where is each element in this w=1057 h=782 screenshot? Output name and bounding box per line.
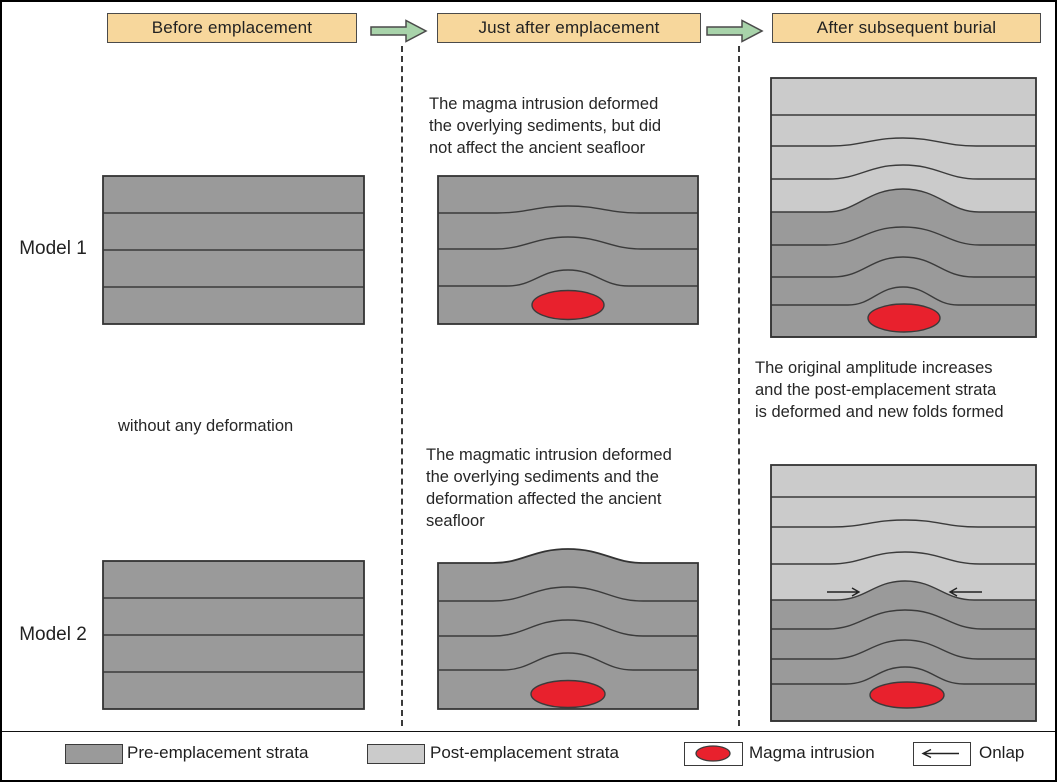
folded-strata-line xyxy=(771,286,1036,306)
model2-burial-panel xyxy=(770,464,1037,722)
folded-strata-line xyxy=(771,137,1036,147)
folded-strata-line xyxy=(771,226,1036,246)
pre-emplacement-strata-block xyxy=(437,548,699,710)
magma-intrusion xyxy=(869,681,945,709)
pre-emplacement-strata-block xyxy=(770,580,1037,722)
column3-note: The original amplitude increases and the… xyxy=(755,359,1004,421)
column1-note: without any deformation xyxy=(118,417,294,435)
folded-strata-line xyxy=(438,652,698,671)
panel-border xyxy=(770,464,1037,722)
column-divider-dashed-line xyxy=(401,46,403,726)
header-before-emplacement-label: Before emplacement xyxy=(151,18,313,37)
onlap-arrow-icon xyxy=(913,742,971,766)
folded-strata-line xyxy=(771,551,1036,565)
panel-border xyxy=(102,560,365,710)
legend-label-post-emplacement: Post-emplacement strata xyxy=(430,743,619,762)
header-before-emplacement: Before emplacement xyxy=(107,13,357,43)
folded-strata-line xyxy=(438,586,698,602)
folded-strata-line xyxy=(438,236,698,250)
folded-strata-line xyxy=(438,619,698,637)
folded-strata-line xyxy=(771,164,1036,180)
panel-border xyxy=(770,77,1037,338)
model1-middle-note: The magma intrusion deformed the overlyi… xyxy=(429,95,662,157)
onlap-arrow-right-icon xyxy=(948,587,982,597)
folded-strata-line xyxy=(771,666,1036,685)
magma-intrusion xyxy=(531,289,605,321)
panel-border xyxy=(437,175,699,325)
folded-strata-line xyxy=(771,639,1036,660)
header-after-subsequent-burial-label: After subsequent burial xyxy=(816,18,997,37)
model2-label: Model 2 xyxy=(19,624,87,645)
model1-label: Model 1 xyxy=(19,238,87,259)
magma-intrusion xyxy=(867,303,941,333)
header-just-after-emplacement: Just after emplacement xyxy=(437,13,701,43)
folded-strata-line xyxy=(771,609,1036,630)
magma-intrusion-icon xyxy=(684,742,743,766)
legend-label-onlap: Onlap xyxy=(979,743,1025,762)
column-divider-dashed-line xyxy=(738,46,740,726)
pre-emplacement-strata-swatch xyxy=(65,744,123,764)
panel-border xyxy=(102,175,365,325)
post-emplacement-strata-swatch xyxy=(367,744,425,764)
legend-separator xyxy=(2,731,1055,732)
legend-label-magma-intrusion: Magma intrusion xyxy=(749,743,875,762)
model1-before-panel xyxy=(102,175,365,325)
model2-middle-note: The magmatic intrusion deformed the over… xyxy=(426,446,672,530)
folded-strata-line xyxy=(771,519,1036,528)
header-just-after-emplacement-label: Just after emplacement xyxy=(478,18,660,37)
folded-strata-line xyxy=(438,205,698,214)
magma-ellipse xyxy=(695,745,731,762)
model1-burial-panel xyxy=(770,77,1037,338)
onlap-arrow-glyph xyxy=(921,748,959,759)
magma-intrusion xyxy=(530,679,606,709)
header-after-subsequent-burial: After subsequent burial xyxy=(772,13,1041,43)
legend-label-pre-emplacement: Pre-emplacement strata xyxy=(127,743,309,762)
model2-before-panel xyxy=(102,560,365,710)
arrow-right-icon xyxy=(706,19,764,43)
onlap-arrow-left-icon xyxy=(827,587,861,597)
folded-strata-line xyxy=(771,256,1036,278)
pre-emplacement-strata-block xyxy=(770,188,1037,338)
model1-just-after-panel xyxy=(437,175,699,325)
folded-strata-line xyxy=(438,269,698,287)
arrow-right-icon xyxy=(370,19,428,43)
model2-just-after-panel xyxy=(437,548,699,710)
